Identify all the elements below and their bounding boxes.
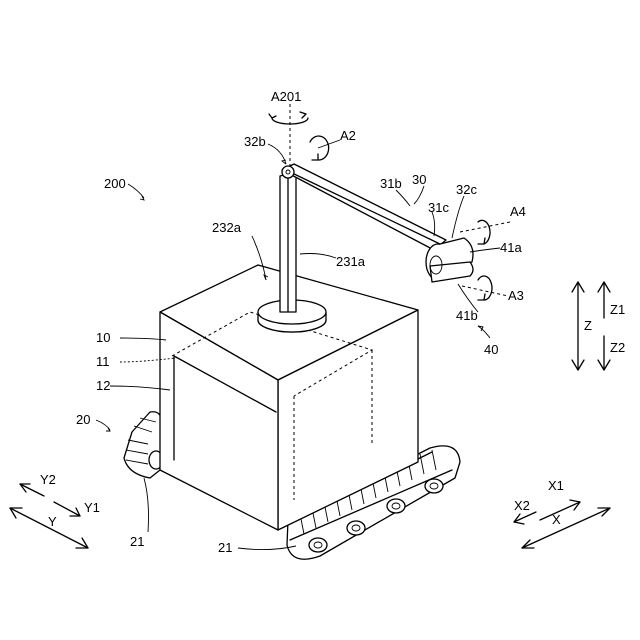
rotation-arrows — [269, 104, 510, 300]
axis-z2: Z2 — [610, 340, 625, 355]
label-31b: 31b — [380, 176, 402, 191]
crawler-left — [124, 412, 163, 478]
axis-x2: X2 — [514, 498, 530, 513]
label-a3: A3 — [508, 288, 524, 303]
axis-x: X — [552, 512, 561, 527]
axis-z: Z — [584, 318, 592, 333]
label-232a: 232a — [212, 220, 242, 235]
label-30: 30 — [412, 172, 426, 187]
label-31c: 31c — [428, 200, 449, 215]
label-21-left: 21 — [130, 534, 144, 549]
label-231a: 231a — [336, 254, 366, 269]
label-21-right: 21 — [218, 540, 232, 555]
axis-y2: Y2 — [40, 472, 56, 487]
label-32c: 32c — [456, 182, 477, 197]
label-a2: A2 — [340, 128, 356, 143]
label-12: 12 — [96, 378, 110, 393]
label-41a: 41a — [500, 240, 522, 255]
axis-x1: X1 — [548, 478, 564, 493]
label-a201: A201 — [271, 89, 301, 104]
arm-base — [258, 172, 326, 332]
label-40: 40 — [484, 342, 498, 357]
axis-y1: Y1 — [84, 500, 100, 515]
label-a4: A4 — [510, 204, 526, 219]
label-11: 11 — [96, 354, 110, 369]
label-10: 10 — [96, 330, 110, 345]
label-32b: 32b — [244, 134, 266, 149]
axis-y: Y — [48, 514, 57, 529]
label-41b: 41b — [456, 308, 478, 323]
label-200: 200 — [104, 176, 126, 191]
label-20: 20 — [76, 412, 90, 427]
axis-z1: Z1 — [610, 302, 625, 317]
